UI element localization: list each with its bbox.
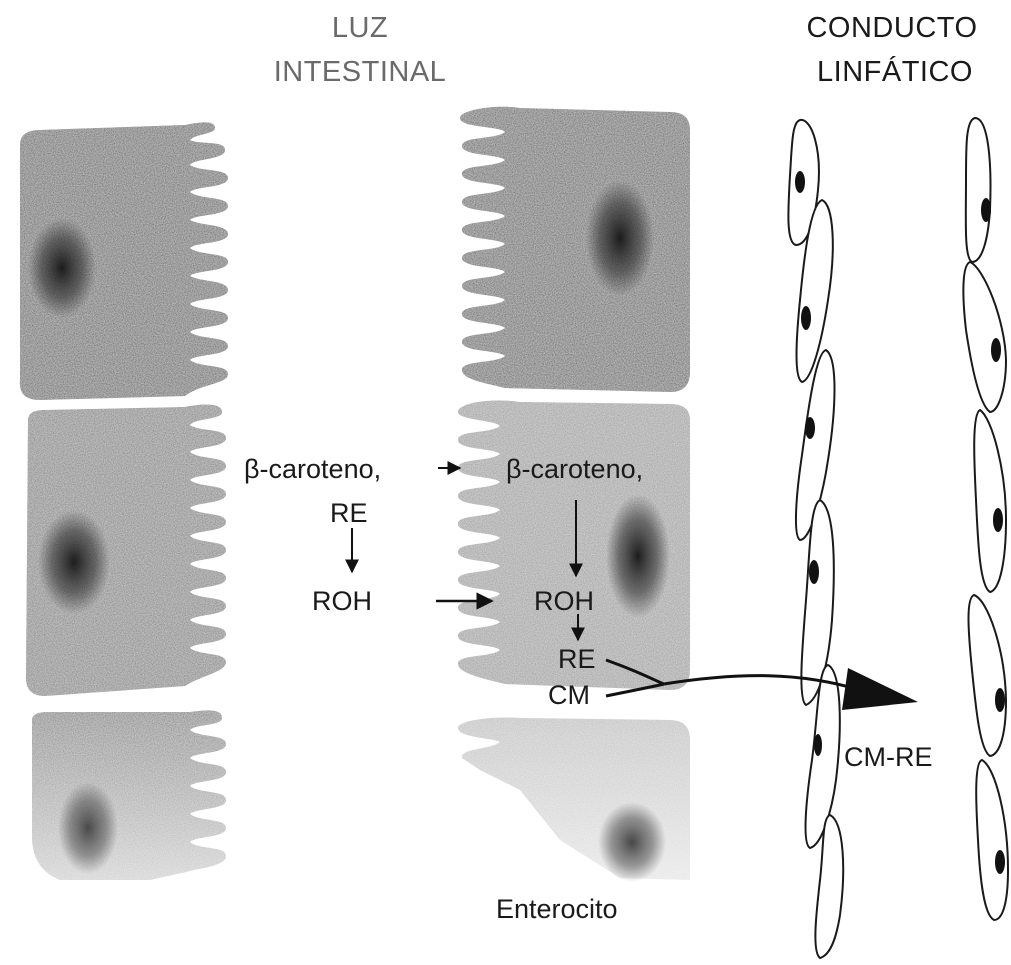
right-bottom-nucleus	[598, 802, 666, 882]
cell-cm-label: CM	[548, 682, 590, 709]
endothelial-nucleus	[801, 306, 811, 330]
enterocyte-label: Enterocito	[496, 896, 618, 923]
endothelial-nucleus	[814, 734, 822, 756]
left-top-nucleus	[28, 218, 96, 318]
endothelial-cell	[969, 595, 1007, 756]
endothelial-nucleus	[809, 560, 819, 584]
endothelial-nucleus	[993, 508, 1003, 532]
header-lymph-line1: CONDUCTO	[780, 14, 1004, 43]
right-middle-nucleus	[606, 494, 670, 618]
endothelial-nucleus	[995, 850, 1005, 874]
endothelial-nucleus	[991, 338, 1001, 362]
right-top-nucleus	[586, 180, 654, 296]
arrowhead-to-lymphatic	[842, 668, 918, 710]
endothelial-cell	[976, 760, 1008, 920]
cell-roh-label: ROH	[534, 588, 594, 615]
lumen-carotene-label: β-caroteno,	[244, 456, 381, 483]
left-bottom-nucleus	[58, 782, 118, 874]
lymphatic-wall-left	[788, 120, 843, 958]
header-lumen-line1: LUZ	[300, 14, 420, 43]
endothelial-nucleus	[795, 171, 805, 193]
lymph-cm-re-label: CM-RE	[844, 744, 933, 771]
lumen-roh-label: ROH	[312, 588, 372, 615]
endothelial-cell	[974, 410, 1006, 592]
header-lymph-line2: LINFÁTICO	[795, 58, 995, 87]
right-cell-top	[460, 107, 690, 392]
endothelial-nucleus	[995, 688, 1005, 712]
endothelial-nucleus	[805, 417, 815, 439]
cell-re-label: RE	[558, 646, 596, 673]
right-cell-column	[458, 107, 690, 880]
endothelial-cell	[963, 262, 1006, 412]
cell-carotene-label: β-caroteno,	[506, 456, 643, 483]
header-lumen-line2: INTESTINAL	[248, 58, 472, 87]
left-cell-bottom	[32, 710, 226, 880]
lumen-re-label: RE	[330, 500, 368, 527]
endothelial-cell	[966, 118, 991, 262]
left-middle-nucleus	[38, 510, 110, 614]
endothelial-nucleus	[981, 198, 991, 222]
